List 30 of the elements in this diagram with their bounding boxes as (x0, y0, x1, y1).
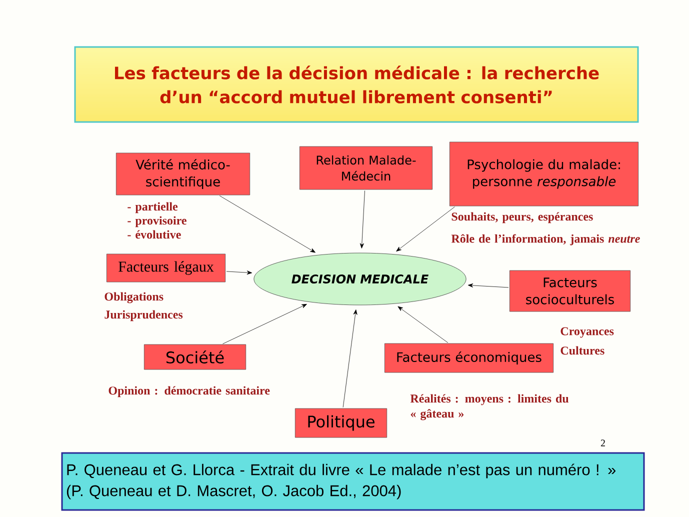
title-banner: Les facteurs de la décision médicale : la recherche d’un “accord mutuel librement consenti” (74, 46, 639, 123)
note-text: - évolutive (128, 230, 181, 239)
factor-box: Psychologie du malade: personne responsable (449, 142, 639, 206)
arrow (219, 196, 316, 253)
arrow (398, 306, 448, 343)
note-text: Souhaits, peurs, espérances (452, 212, 593, 224)
caption-box: P. Queneau et G. Llorca - Extrait du livre « Le malade n’est pas un numéro ! » (P. Queneau et D. Mascret, O. Jacob Ed., 2004) (61, 452, 645, 511)
factor-box: Société (144, 344, 246, 370)
factor-box: Facteurs socioculturels (509, 270, 631, 312)
note-text: Cultures (560, 346, 604, 355)
arrow (360, 190, 365, 248)
arrow (342, 310, 358, 408)
arrow (222, 304, 307, 344)
note-text: Obligations (104, 292, 164, 304)
note-text: - partielle (128, 202, 178, 214)
arrow (468, 283, 509, 288)
factor-box: Vérité médico-scientifique (116, 152, 250, 196)
arrow (396, 206, 455, 252)
note-text: - provisoire (128, 216, 186, 228)
note-text: Rôle de l’information, jamais neutre (451, 234, 640, 246)
factor-box: Facteurs légaux (106, 254, 226, 282)
note-text: Réalités : moyens : limites du « gâteau » (410, 394, 569, 420)
note-text: Croyances (560, 327, 614, 338)
note-text: Jurisprudences (104, 310, 183, 322)
factor-box: Politique (294, 408, 388, 438)
arrow (226, 270, 252, 275)
factor-box: Facteurs économiques (384, 343, 554, 373)
note-text: Opinion : démocratie sanitaire (108, 386, 270, 398)
factor-box: Relation Malade-Médecin (299, 146, 433, 190)
page-number: 2 (600, 440, 605, 446)
